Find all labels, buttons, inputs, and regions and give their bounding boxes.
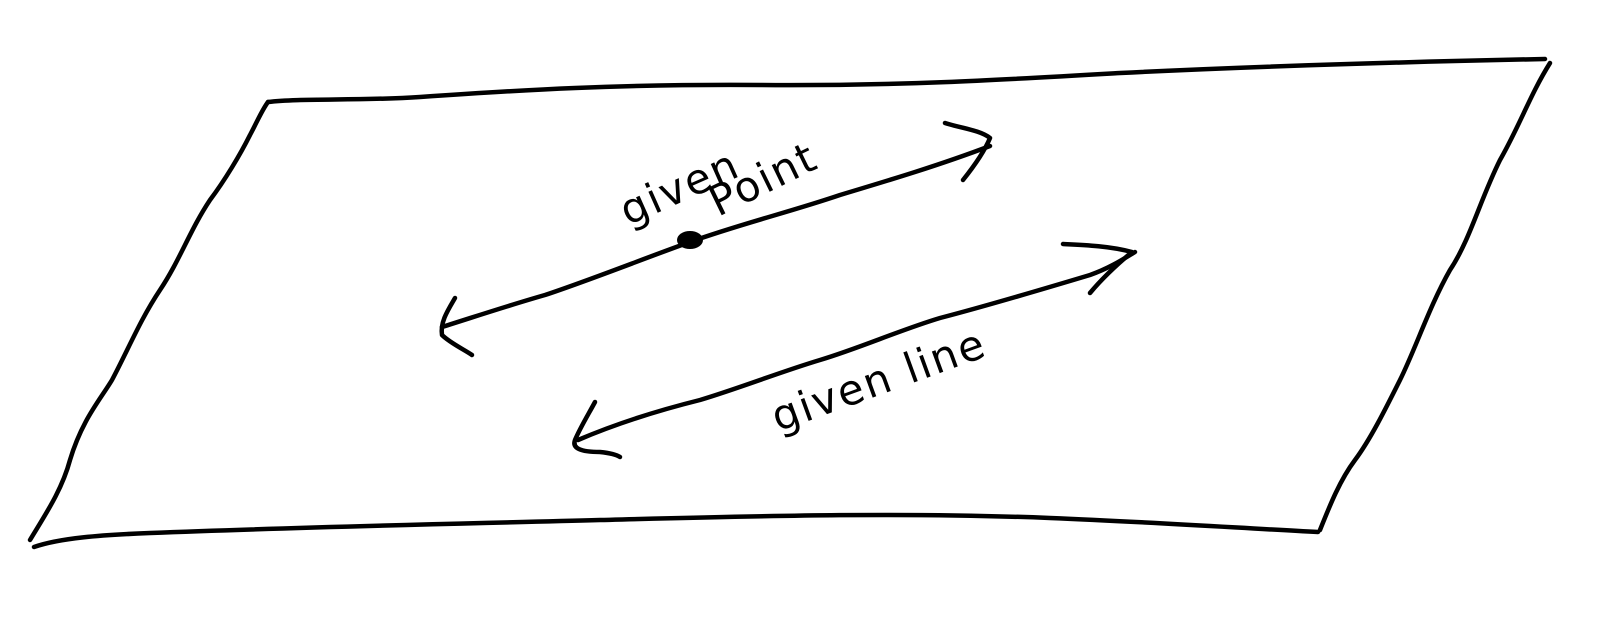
left-arrowhead <box>439 295 475 358</box>
right-arrowhead <box>942 120 993 183</box>
given-line-left-arrowhead <box>572 399 623 460</box>
given-point-dot <box>677 231 703 249</box>
plane-left-edge <box>27 99 271 543</box>
plane-top-edge <box>265 56 1548 105</box>
line-label: given line <box>765 318 993 441</box>
given-line-right-arrowhead <box>1060 241 1135 296</box>
plane <box>27 56 1553 550</box>
given-line <box>575 249 1138 443</box>
given-line-group <box>572 241 1138 460</box>
plane-right-edge <box>1317 60 1553 533</box>
plane-bottom-edge <box>31 512 1321 550</box>
